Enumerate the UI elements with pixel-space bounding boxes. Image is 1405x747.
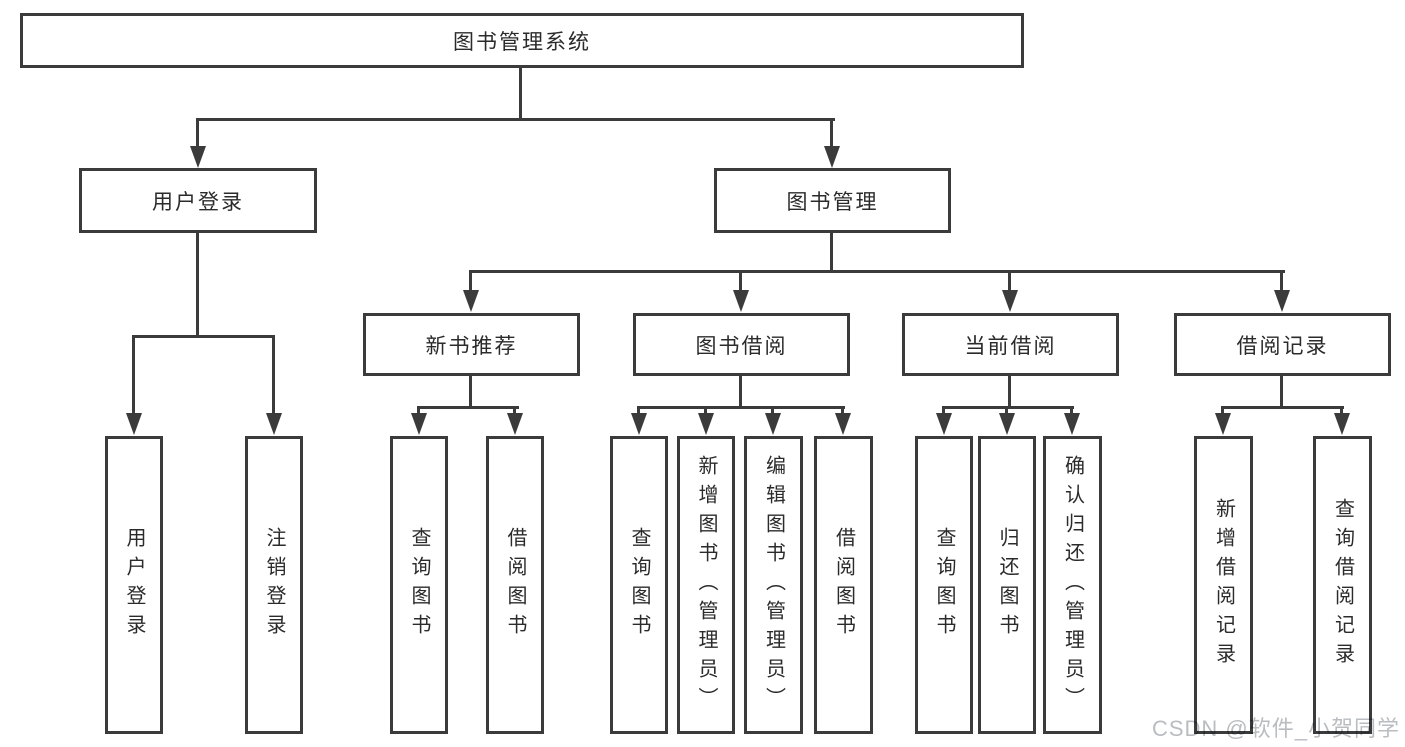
arrow-down-icon (266, 413, 282, 435)
arrow-down-icon (1215, 413, 1231, 435)
arrow-down-icon (507, 413, 523, 435)
leaf-borrow-books-borrowing: 借阅图书 (814, 436, 873, 734)
node-new-book-recommendation: 新书推荐 (363, 313, 580, 376)
connector-vline (469, 270, 472, 292)
connector-hline (637, 406, 845, 409)
connector-vline (830, 231, 833, 270)
arrow-down-icon (936, 413, 952, 435)
connector-vline (1005, 406, 1008, 416)
connector-vline (196, 118, 199, 150)
connector-vline (196, 231, 199, 335)
leaf-user-login: 用户登录 (105, 436, 163, 734)
connector-vline (704, 406, 707, 416)
connector-hline (132, 335, 275, 338)
connector-vline (1340, 406, 1343, 416)
connector-vline (942, 406, 945, 416)
node-library-management-system: 图书管理系统 (20, 13, 1024, 68)
leaf-query-books-recommend: 查询图书 (390, 436, 448, 734)
connector-vline (739, 270, 742, 292)
connector-vline (1070, 406, 1073, 416)
node-book-borrowing: 图书借阅 (633, 313, 850, 376)
arrow-down-icon (1002, 290, 1018, 312)
arrow-down-icon (1274, 290, 1290, 312)
arrow-down-icon (1334, 413, 1350, 435)
arrow-down-icon (835, 413, 851, 435)
arrow-down-icon (824, 146, 840, 168)
leaf-query-borrow-record: 查询借阅记录 (1313, 436, 1372, 734)
arrow-down-icon (631, 413, 647, 435)
connector-vline (830, 118, 833, 150)
arrow-down-icon (126, 413, 142, 435)
connector-hline (469, 270, 1285, 273)
node-borrowing-records: 借阅记录 (1174, 313, 1391, 376)
leaf-return-books: 归还图书 (978, 436, 1036, 734)
leaf-query-books-borrowing: 查询图书 (610, 436, 668, 734)
node-current-borrowing: 当前借阅 (902, 313, 1119, 376)
leaf-add-books-admin: 新增图书（管理员） (677, 436, 735, 734)
arrow-down-icon (765, 413, 781, 435)
arrow-down-icon (698, 413, 714, 435)
connector-vline (771, 406, 774, 416)
csdn-watermark: CSDN @软件_小贺同学 (1151, 716, 1400, 741)
arrow-down-icon (411, 413, 427, 435)
connector-hline (942, 406, 1074, 409)
connector-vline (1008, 270, 1011, 292)
node-user-login: 用户登录 (79, 168, 317, 233)
connector-vline (132, 335, 135, 415)
connector-vline (519, 66, 522, 118)
connector-vline (417, 406, 420, 416)
connector-vline (1280, 270, 1283, 292)
connector-vline (841, 406, 844, 416)
connector-vline (469, 374, 472, 406)
leaf-edit-books-admin: 编辑图书（管理员） (744, 436, 803, 734)
connector-vline (739, 374, 742, 406)
leaf-add-borrow-record: 新增借阅记录 (1194, 436, 1253, 734)
connector-hline (417, 406, 519, 409)
arrow-down-icon (733, 290, 749, 312)
arrow-down-icon (190, 146, 206, 168)
leaf-confirm-return-admin: 确认归还（管理员） (1043, 436, 1102, 734)
connector-vline (637, 406, 640, 416)
leaf-query-books-current: 查询图书 (915, 436, 973, 734)
connector-hline (196, 118, 835, 121)
leaf-logout: 注销登录 (245, 436, 303, 734)
connector-vline (1280, 374, 1283, 406)
connector-vline (272, 335, 275, 415)
leaf-borrow-books-recommend: 借阅图书 (486, 436, 544, 734)
connector-hline (1221, 406, 1344, 409)
connector-vline (1221, 406, 1224, 416)
arrow-down-icon (1064, 413, 1080, 435)
connector-vline (1008, 374, 1011, 406)
connector-vline (513, 406, 516, 416)
arrow-down-icon (999, 413, 1015, 435)
arrow-down-icon (463, 290, 479, 312)
node-book-management: 图书管理 (714, 168, 951, 233)
